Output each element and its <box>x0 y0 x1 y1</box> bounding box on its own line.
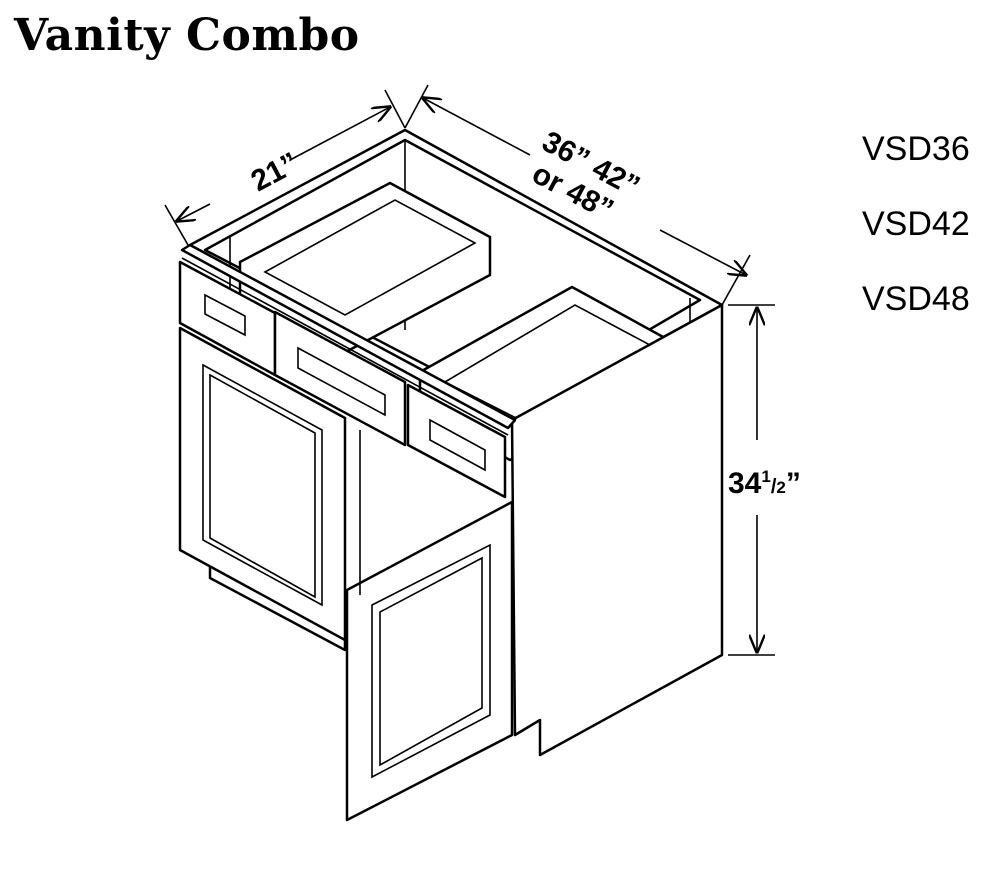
model-vsd42: VSD42 <box>862 205 970 243</box>
right-door-panel <box>371 543 491 779</box>
page-title: Vanity Combo <box>14 10 360 61</box>
model-vsd36: VSD36 <box>862 130 970 168</box>
face-frame-rail <box>180 243 517 430</box>
left-drawer-inner <box>263 199 477 316</box>
drawer-front-center <box>273 310 407 447</box>
left-door-panel <box>202 363 323 607</box>
height-label: 341/2” <box>728 467 801 500</box>
left-door <box>178 326 347 642</box>
drawer-front-left-pull <box>204 293 246 337</box>
drawer-front-center-pull <box>297 346 386 417</box>
depth-dimension-line <box>177 203 211 221</box>
width-dimension-line <box>423 98 531 156</box>
drawer-front-right <box>406 383 507 499</box>
right-door-open <box>345 500 514 822</box>
drawer-front-right-pull <box>429 418 486 472</box>
model-vsd48: VSD48 <box>862 280 970 318</box>
